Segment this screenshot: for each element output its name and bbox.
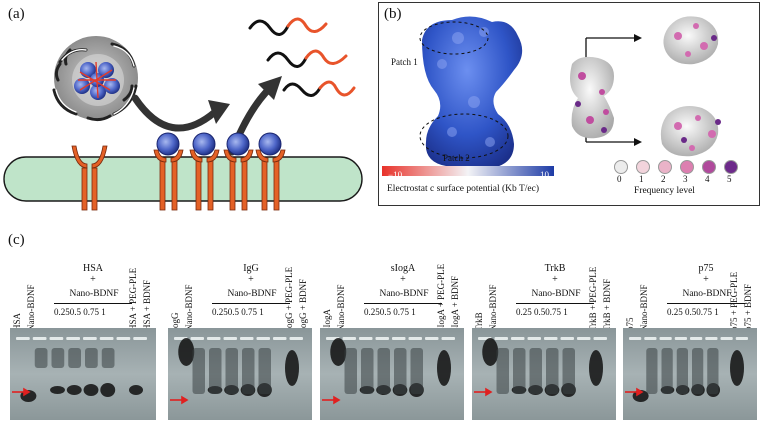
gel-concentrations: 0.250.5 0.75 1: [54, 307, 106, 317]
concentration-bracket: [667, 303, 745, 304]
lane-label: p75 + BDNF: [743, 283, 753, 331]
gel-panel: TrkB+Nano-BDNF+0.25 0.50.75 1TrkBNano-BD…: [472, 245, 616, 421]
gel-concentrations: 0.250.5 0.75 1: [212, 307, 264, 317]
gel-plus: +: [248, 274, 254, 285]
frequency-swatch: [724, 160, 738, 174]
gel-title: p75: [698, 263, 714, 274]
lane-label: Nano-BDNF: [639, 284, 649, 332]
gel-image: [168, 328, 312, 420]
gel-plus: +: [400, 274, 406, 285]
gel-nano-label: Nano-BDNF: [531, 289, 581, 299]
frequency-tick: 0: [617, 174, 622, 184]
gel-plus: +: [48, 283, 138, 294]
lane-label: TrkB + PEG-PLE: [588, 266, 598, 331]
frequency-label: Frequency level: [634, 186, 695, 196]
lane-label: HSA + PEG-PLE: [128, 267, 138, 331]
concentration-bracket: [516, 303, 594, 304]
lane-label: TrkB + BDNF: [602, 278, 612, 331]
gel-nano-label: Nano-BDNF: [227, 289, 277, 299]
gel-plus: +: [703, 274, 709, 285]
gel-title: TrkB: [544, 263, 566, 274]
gel-image: [472, 328, 616, 420]
panel-b-frame: [378, 2, 760, 206]
gel-plus: +: [358, 283, 448, 294]
frequency-tick: 3: [683, 174, 688, 184]
frequency-swatch: [658, 160, 672, 174]
gel-title: sIogA: [390, 263, 416, 274]
concentration-bracket: [364, 303, 442, 304]
concentration-bracket: [212, 303, 290, 304]
panel-b-label: (b): [384, 6, 402, 22]
colorbar-max: 10: [540, 170, 549, 180]
gel-concentrations: 0.25 0.50.75 1: [516, 307, 568, 317]
gel-nano-label: Nano-BDNF: [379, 289, 429, 299]
bdnf-bead-icons: [156, 132, 282, 156]
gel-title: HSA: [82, 263, 103, 274]
concentration-bracket: [54, 303, 132, 304]
lane-label: Nano-BDNF: [336, 284, 346, 332]
lane-label: sIogA + PEG-PLE: [436, 263, 446, 331]
frequency-swatch: [636, 160, 650, 174]
gel-plus: +: [206, 283, 296, 294]
panel-a-illustration: [3, 17, 363, 211]
lane-label: Nano-BDNF: [26, 284, 36, 332]
gel-image: [320, 328, 464, 420]
lane-label: p75 + PEG-PLE: [729, 271, 739, 331]
frequency-swatch: [702, 160, 716, 174]
lane-label: Nano-BDNF: [184, 284, 194, 332]
gel-nano-label: Nano-BDNF: [682, 289, 732, 299]
gel-panel: p75+Nano-BDNF+0.25 0.50.75 1p75Nano-BDNF…: [623, 245, 757, 421]
frequency-swatch: [680, 160, 694, 174]
panel-c-label: (c): [8, 232, 25, 248]
gel-title: IgG: [243, 263, 259, 274]
patch-1-label: Patch 1: [391, 57, 418, 67]
gel-concentrations: 0.250.5 0.75 1: [364, 307, 416, 317]
colorbar-label: Electrostat c surface potential (Kb T/ec…: [387, 184, 540, 194]
lane-label: IogG + PEG-PLE: [284, 266, 294, 331]
gel-panel: HSA+Nano-BDNF+0.250.5 0.75 1HSANano-BDNF…: [10, 245, 156, 421]
gel-panel: sIogA+Nano-BDNF+0.250.5 0.75 1sIogANano-…: [320, 245, 464, 421]
frequency-tick: 4: [705, 174, 710, 184]
frequency-legend: 0 1 2 3 4 5 Frequency level: [612, 160, 740, 200]
panel-b-illustration: [382, 16, 721, 176]
lane-label: Nano-BDNF: [488, 284, 498, 332]
frequency-swatch: [614, 160, 628, 174]
lane-label: IogG + BDNF: [298, 278, 308, 331]
gel-image: [10, 328, 156, 420]
gel-concentrations: 0.25 0.50.75 1: [667, 307, 719, 317]
gel-nano-label: Nano-BDNF: [69, 289, 119, 299]
frequency-tick: 5: [727, 174, 732, 184]
nano-complex-icon: [52, 36, 138, 122]
gel-plus: +: [510, 283, 600, 294]
panel-a-label: (a): [8, 6, 25, 22]
gel-plus: +: [552, 274, 558, 285]
colorbar-min: −10: [388, 170, 403, 180]
gel-panel: IgG+Nano-BDNF+0.250.5 0.75 1IogGNano-BDN…: [168, 245, 312, 421]
gel-plus: +: [90, 274, 96, 285]
frequency-tick: 1: [639, 174, 644, 184]
gel-image: [623, 328, 757, 420]
lane-label: sIogA + BDNF: [450, 275, 460, 331]
frequency-tick: 2: [661, 174, 666, 184]
lane-label: HSA + BDNF: [142, 279, 152, 331]
patch-2-label: Patch 2: [443, 153, 470, 163]
